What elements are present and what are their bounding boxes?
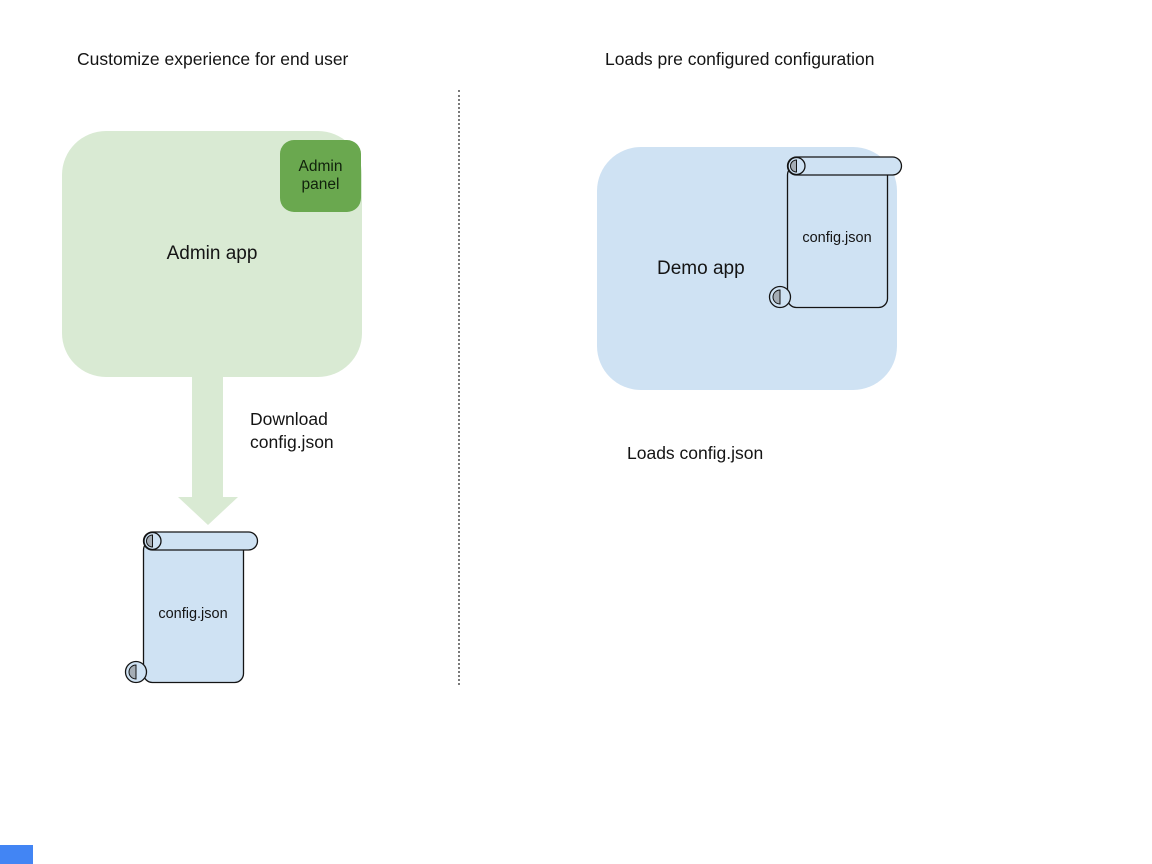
scroll-bottom-curl-shade bbox=[128, 664, 137, 680]
admin-app-label: Admin app bbox=[166, 243, 258, 264]
scroll-top-curl-shade bbox=[146, 534, 153, 548]
corner-marker bbox=[0, 845, 33, 864]
admin-panel-label: Admin panel bbox=[298, 158, 343, 193]
arrow-shape bbox=[178, 377, 238, 525]
download-arrow-icon bbox=[178, 377, 238, 525]
download-config-label: Download config.json bbox=[250, 408, 334, 453]
config-json-scroll-left: config.json bbox=[124, 531, 259, 684]
scroll-top-curl-shade bbox=[790, 159, 797, 173]
section-divider-line bbox=[458, 90, 460, 685]
loads-config-caption: Loads config.json bbox=[627, 443, 764, 463]
config-json-scroll-right: config.json bbox=[768, 156, 903, 309]
download-config-label-line2: config.json bbox=[250, 431, 334, 452]
config-json-label-left: config.json bbox=[158, 606, 227, 622]
left-section-title: Customize experience for end user bbox=[77, 49, 349, 69]
download-config-label-line1: Download bbox=[250, 409, 328, 429]
admin-panel-box: Admin panel bbox=[280, 140, 361, 212]
config-json-label-right: config.json bbox=[802, 230, 871, 246]
demo-app-label: Demo app bbox=[657, 258, 745, 279]
scroll-bottom-curl-shade bbox=[772, 289, 781, 305]
right-section-title: Loads pre configured configuration bbox=[605, 49, 875, 69]
